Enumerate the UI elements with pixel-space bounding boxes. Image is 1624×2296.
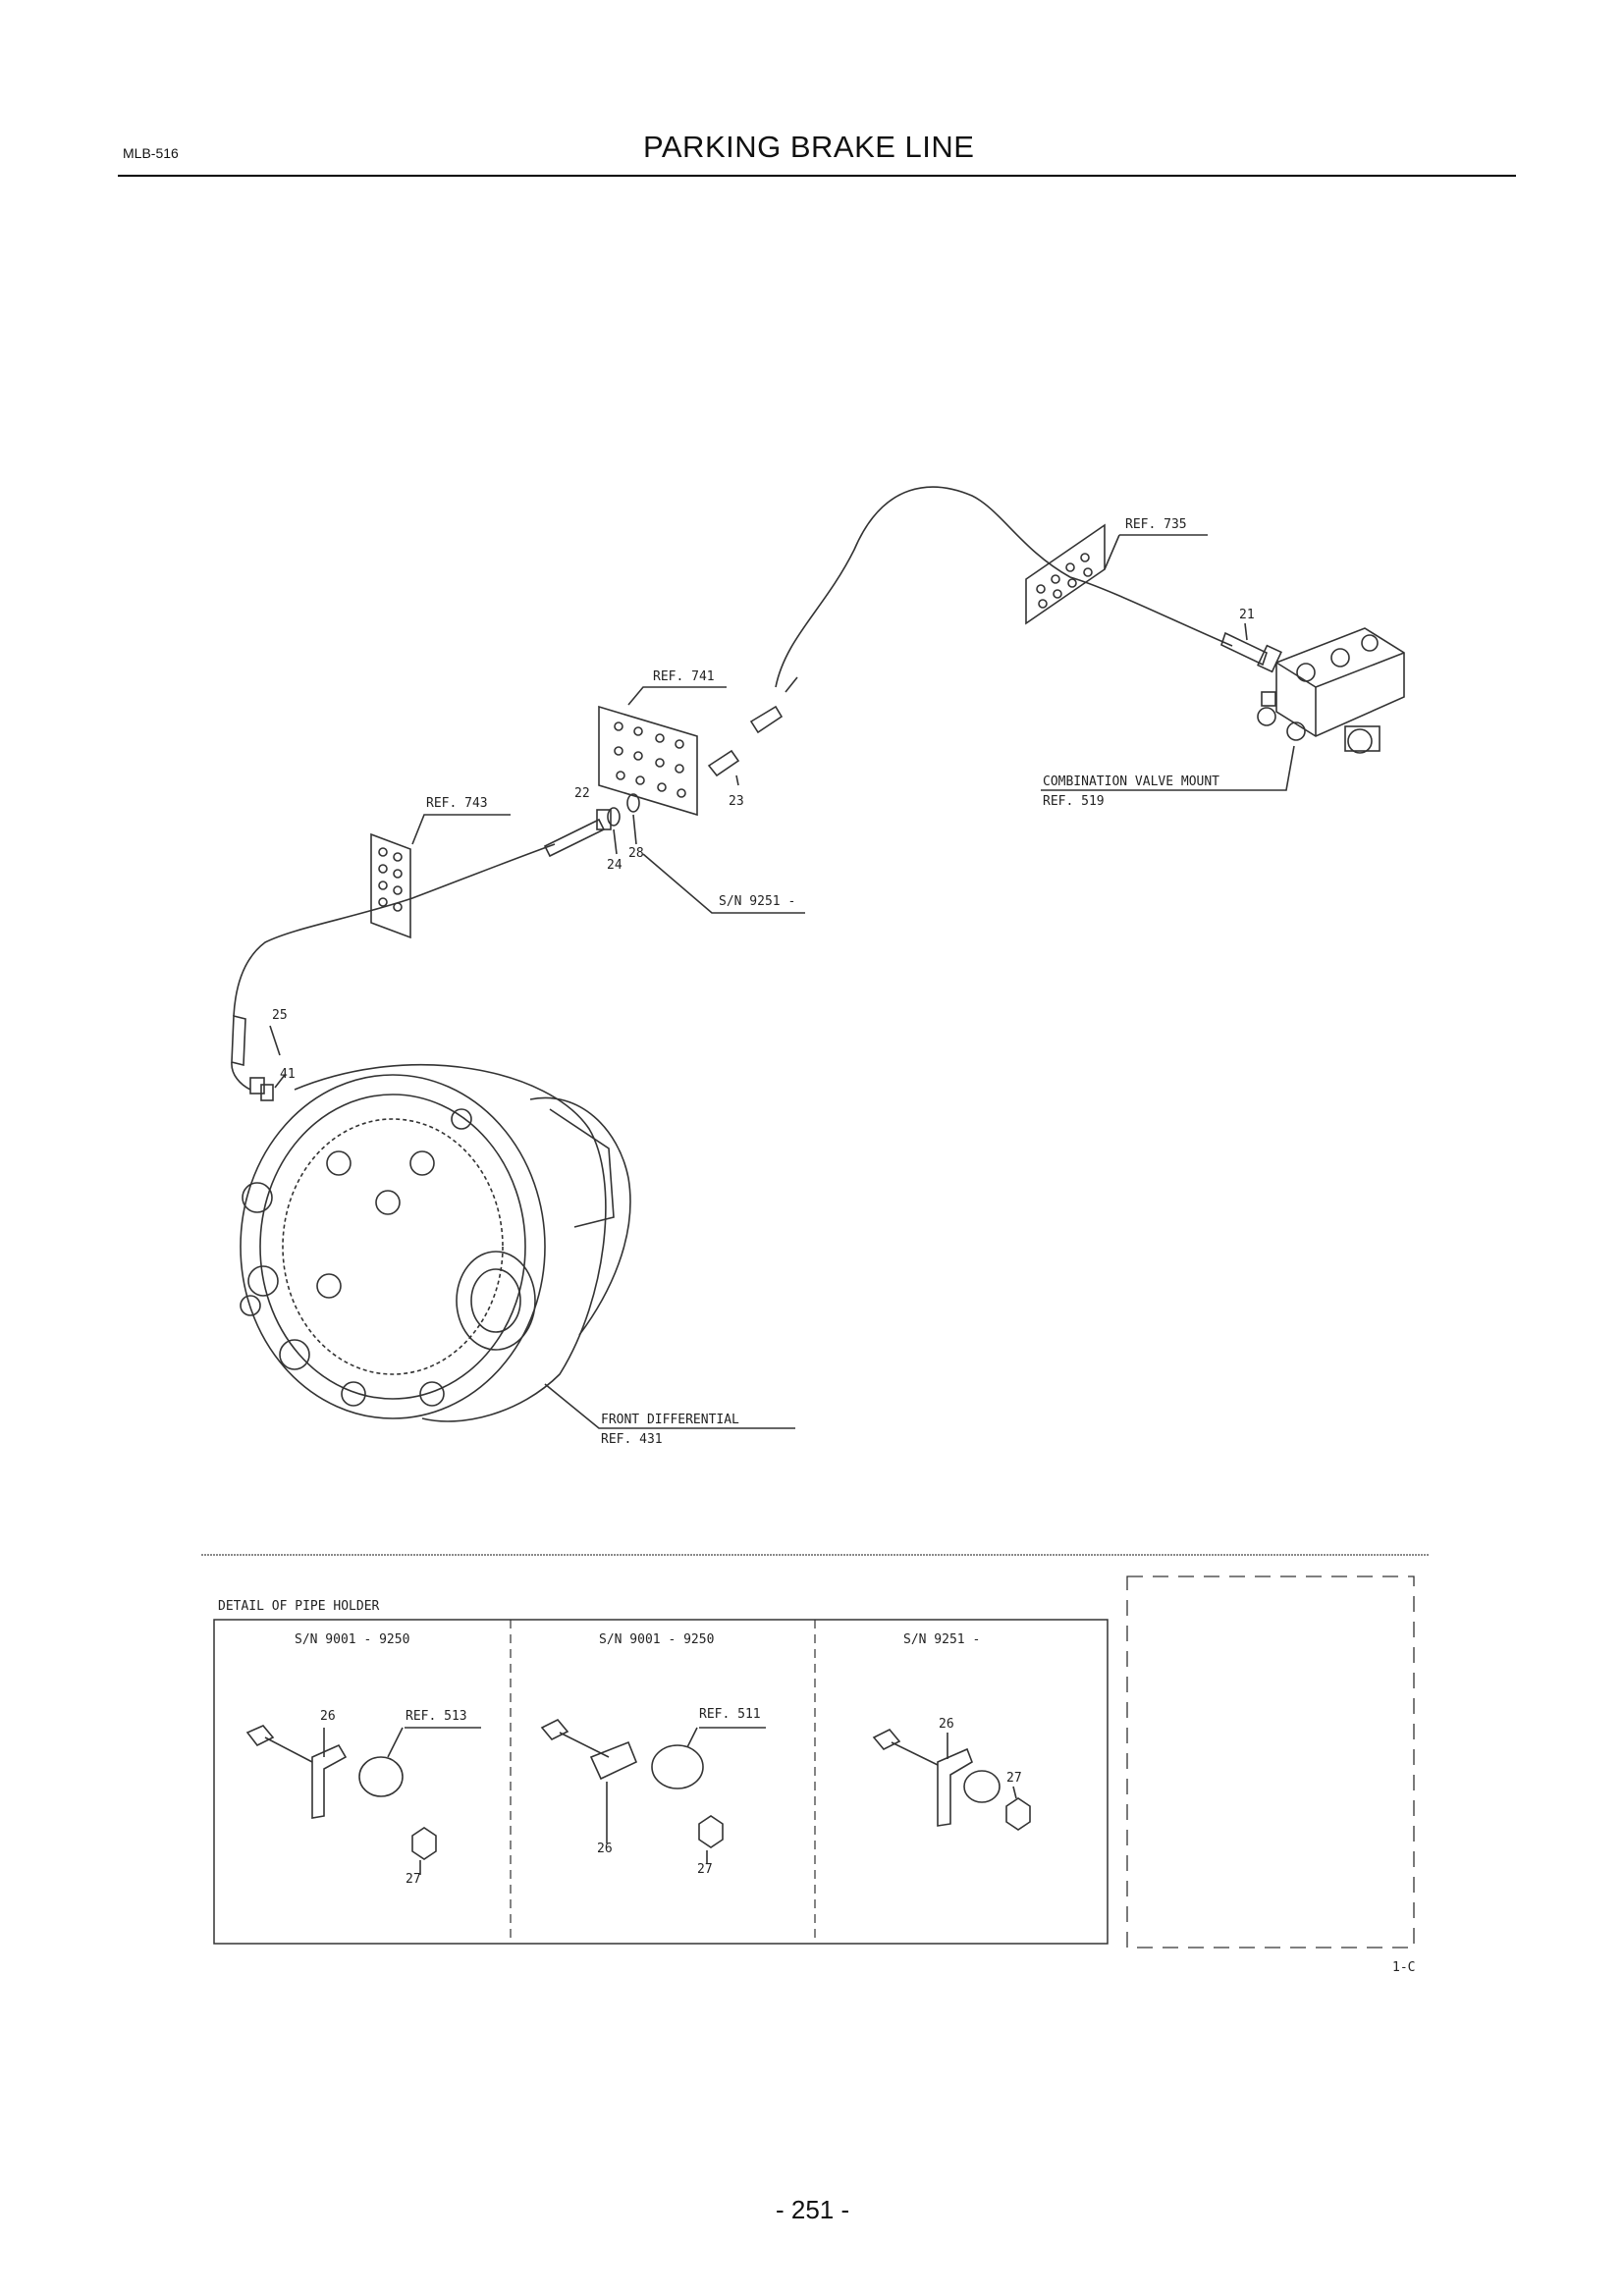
panel-1-clamp <box>358 1756 404 1797</box>
label-front-differential: FRONT DIFFERENTIAL <box>601 1413 739 1427</box>
panel-3-sn: S/N 9251 - <box>903 1632 980 1647</box>
panel-2-part-27: 27 <box>697 1862 713 1877</box>
leader-25 <box>269 1025 281 1056</box>
label-part-21: 21 <box>1239 608 1255 622</box>
panel-1-part-26: 26 <box>320 1709 336 1724</box>
leader-combination-valve <box>1041 745 1295 791</box>
leader-23 <box>735 774 739 786</box>
brake-line-lower <box>233 843 556 1017</box>
part-23-fitting <box>707 676 798 777</box>
label-part-28: 28 <box>628 846 644 861</box>
leader-ref-741 <box>627 686 727 706</box>
leader-front-diff <box>544 1383 795 1429</box>
panel-1-clip <box>311 1743 348 1819</box>
label-combination-valve: COMBINATION VALVE MOUNT <box>1043 774 1219 789</box>
leader-sn-9251 <box>642 853 805 914</box>
leader-21 <box>1244 622 1248 641</box>
label-part-25: 25 <box>272 1008 288 1023</box>
panel-2-nut <box>698 1815 724 1848</box>
panel-2-clip <box>589 1740 638 1781</box>
leader-24-28 <box>613 814 637 855</box>
leader-ref-735 <box>1104 534 1208 570</box>
panel-2-clamp <box>651 1744 704 1789</box>
panel-1-sn: S/N 9001 - 9250 <box>295 1632 409 1647</box>
panel-3-nut <box>1005 1797 1031 1831</box>
header-rule <box>118 175 1516 177</box>
blank-detail-box <box>1126 1575 1415 1949</box>
brake-line-upper <box>775 486 1233 688</box>
leader-41 <box>274 1074 286 1089</box>
page-title: PARKING BRAKE LINE <box>643 130 975 164</box>
label-front-differential-ref: REF. 431 <box>601 1432 663 1447</box>
part-25-fitting <box>231 1014 251 1091</box>
panel-1-part-27: 27 <box>406 1872 421 1887</box>
label-sn-9251: S/N 9251 - <box>719 894 795 909</box>
panel-3-part-26: 26 <box>939 1717 954 1732</box>
panel-3-clamp <box>963 1770 1001 1803</box>
combination-valve-mount <box>1257 627 1405 754</box>
panel-3-clip <box>937 1747 973 1827</box>
panel-3-part-27: 27 <box>1006 1771 1022 1786</box>
label-ref-743: REF. 743 <box>426 796 488 811</box>
bracket-ref-741 <box>598 705 698 817</box>
front-differential <box>240 1064 631 1422</box>
panel-1-nut <box>411 1827 437 1860</box>
panel-2-sn: S/N 9001 - 9250 <box>599 1632 714 1647</box>
part-41-fitting <box>249 1077 274 1101</box>
page-number: - 251 - <box>776 2195 850 2224</box>
part-22-fitting <box>543 809 612 858</box>
panel-1-ref: REF. 513 <box>406 1709 467 1724</box>
panel-2-part-26: 26 <box>597 1842 613 1856</box>
label-ref-735: REF. 735 <box>1125 517 1187 532</box>
label-part-23: 23 <box>729 794 744 809</box>
panel-2-ref: REF. 511 <box>699 1707 761 1722</box>
label-combination-valve-ref: REF. 519 <box>1043 794 1105 809</box>
label-part-22: 22 <box>574 786 590 801</box>
panel-2-bolt <box>540 1719 569 1740</box>
figure-code: 1-C <box>1392 1960 1415 1975</box>
label-part-24: 24 <box>607 858 623 873</box>
panel-3-bolt <box>872 1729 901 1750</box>
label-part-41: 41 <box>280 1067 296 1082</box>
part-21-fitting <box>1220 631 1282 673</box>
label-ref-741: REF. 741 <box>653 669 715 684</box>
document-code: MLB-516 <box>123 145 179 161</box>
bracket-ref-743 <box>370 832 411 939</box>
pipe-holder-detail: DETAIL OF PIPE HOLDER S/N 9001 - 9250 RE… <box>213 1599 1109 1945</box>
part-28-washer <box>626 793 640 813</box>
leader-ref-743 <box>411 814 511 845</box>
panel-1-bolt <box>245 1725 275 1747</box>
detail-title: DETAIL OF PIPE HOLDER <box>218 1599 380 1614</box>
part-24-washer <box>607 807 621 827</box>
